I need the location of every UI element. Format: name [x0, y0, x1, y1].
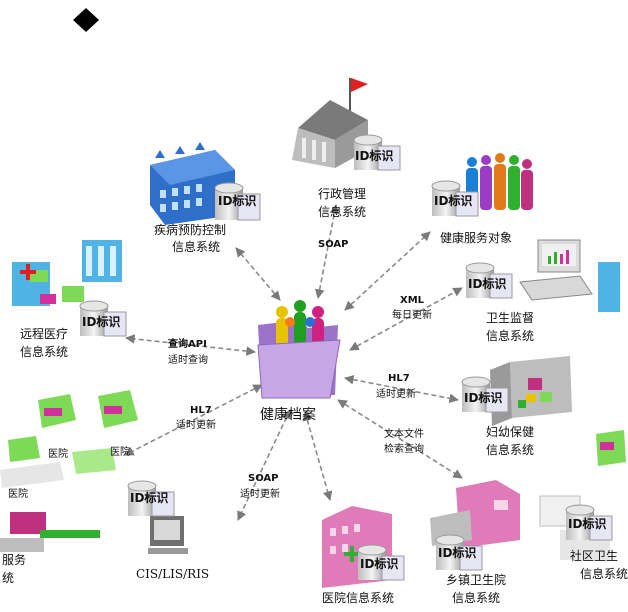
maternal-label-line2: 信息系统: [486, 443, 535, 457]
service-left-line1: 服务: [2, 553, 27, 567]
edge-query: 查询API: [168, 339, 207, 350]
service-left-line2: 统: [2, 571, 15, 585]
admin-label-line2: 信息系统: [318, 205, 367, 219]
arrow-community: [337, 399, 463, 479]
community-label-line2: 信息系统: [580, 567, 628, 581]
maternal-label-line1: 妇幼保健: [486, 425, 535, 439]
cis-label: CIS/LIS/RIS: [136, 567, 210, 581]
cis-database-icon: [127, 480, 175, 517]
hospital-id-badge: ID标识: [360, 557, 399, 571]
cdc-label-line1: 疾病预防控制: [154, 223, 227, 237]
edge-query-sub: 适时查询: [168, 355, 208, 366]
maternal-database-icon: [461, 376, 509, 413]
admin-label-line1: 行政管理: [318, 187, 367, 201]
supervision-computer-icon: [519, 239, 620, 312]
remote-medical-building-icon: [12, 240, 122, 306]
remote-database-icon: [79, 300, 127, 337]
supervision-label-line1: 卫生监督: [486, 311, 535, 325]
hospital-tag-b: 医院: [110, 447, 130, 458]
admin-building-icon: [292, 78, 368, 168]
edge-xml-sub: 每日更新: [392, 310, 432, 321]
arrow-remote: [125, 334, 256, 356]
clients-label: 健康服务对象: [440, 231, 513, 245]
diamond-bullet-icon: [73, 8, 99, 32]
township-database-icon: [435, 534, 483, 571]
edge-hl7-left-sub: 适时更新: [176, 420, 216, 431]
edge-text-file: 文本文件: [384, 429, 424, 440]
community-database-icon: [565, 504, 613, 541]
hospital-database-icon: [357, 544, 405, 581]
hospital-label: 医院信息系统: [322, 591, 395, 605]
edge-soap-top: SOAP: [318, 239, 349, 250]
cdc-database-icon: [214, 182, 261, 221]
hospital-buildings-icon: [0, 390, 138, 488]
edge-soap-bottom: SOAP: [248, 473, 279, 484]
arrow-maternal: [344, 374, 459, 404]
edge-hl7-left: HL7: [190, 405, 212, 416]
supervision-label-line2: 信息系统: [486, 329, 535, 343]
community-id-badge: ID标识: [568, 517, 607, 531]
arrow-supervision: [349, 287, 463, 351]
connector-arrows: [124, 204, 463, 521]
cdc-id-badge: ID标识: [218, 194, 257, 208]
hospital-tag-a: 医院: [48, 449, 68, 460]
edge-xml: XML: [400, 295, 425, 306]
edge-soap-bottom-sub: 适时更新: [240, 489, 280, 500]
remote-id-badge: ID标识: [82, 315, 121, 329]
cis-id-badge: ID标识: [130, 491, 169, 505]
cdc-label-line2: 信息系统: [172, 240, 221, 254]
township-id-badge: ID标识: [438, 546, 477, 560]
township-label-line1: 乡镇卫生院: [446, 573, 507, 587]
hospital-tag-c: 医院: [8, 489, 28, 500]
center-label: 健康档案: [260, 407, 316, 423]
remote-label-line1: 远程医疗: [20, 327, 69, 341]
arrow-cis: [237, 409, 291, 521]
remote-label-line2: 信息系统: [20, 345, 69, 359]
edge-text-file-sub: 检索查询: [384, 444, 424, 455]
arrow-hospital-bottom: [302, 411, 333, 501]
community-label-line1: 社区卫生: [570, 549, 619, 563]
cis-terminal-icon: [0, 512, 188, 554]
edge-hl7-right-sub: 适时更新: [376, 389, 416, 400]
cdc-building-icon: [150, 142, 235, 225]
arrow-hospital-left: [124, 384, 263, 456]
supervision-database-icon: [465, 262, 513, 299]
township-label-line2: 信息系统: [452, 591, 501, 605]
health-record-folder-icon: [257, 300, 341, 399]
admin-id-badge: ID标识: [355, 149, 394, 163]
clients-database-icon: [431, 180, 479, 217]
arrow-cdc: [235, 247, 281, 301]
edge-hl7-right: HL7: [388, 373, 410, 384]
clients-id-badge: ID标识: [434, 194, 473, 208]
maternal-id-badge: ID标识: [464, 391, 503, 405]
supervision-id-badge: ID标识: [468, 277, 507, 291]
admin-database-icon: [353, 134, 401, 171]
